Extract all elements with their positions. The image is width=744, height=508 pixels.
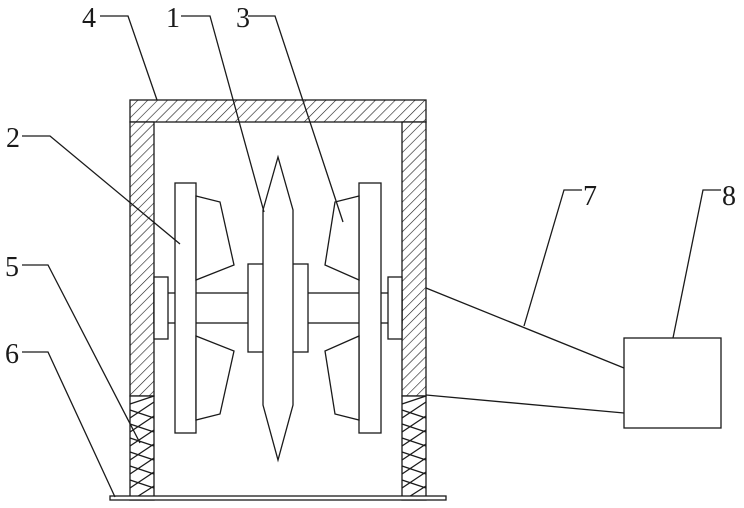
leader-line-8 <box>673 190 721 338</box>
left-upper-cutter <box>196 196 234 280</box>
upper-cable <box>426 288 624 368</box>
leader-line-6 <box>22 352 115 497</box>
right-bearing <box>388 277 402 339</box>
left-lower-cutter <box>196 336 234 420</box>
right-spring <box>402 396 426 500</box>
housing-left-wall <box>130 122 154 396</box>
left-bearing <box>154 277 168 339</box>
left-spring <box>130 396 154 500</box>
label-4: 4 <box>82 3 96 34</box>
label-7: 7 <box>583 181 597 212</box>
leader-line-5 <box>22 265 140 443</box>
leader-line-2 <box>22 136 180 244</box>
housing-right-wall <box>402 122 426 396</box>
leader-line-4 <box>100 16 157 100</box>
base-plate <box>110 496 446 500</box>
control-box <box>624 338 721 428</box>
leader-line-7 <box>524 190 582 326</box>
label-6: 6 <box>5 339 19 370</box>
left-disc <box>175 183 196 433</box>
label-5: 5 <box>5 252 19 283</box>
lower-cable <box>426 395 624 413</box>
center-blade <box>263 157 293 460</box>
right-lower-cutter <box>325 336 359 420</box>
label-1: 1 <box>166 3 180 34</box>
right-upper-cutter <box>325 196 359 280</box>
label-2: 2 <box>6 123 20 154</box>
label-3: 3 <box>236 3 250 34</box>
right-disc <box>359 183 381 433</box>
label-8: 8 <box>722 181 736 212</box>
housing-top-plate <box>130 100 426 122</box>
